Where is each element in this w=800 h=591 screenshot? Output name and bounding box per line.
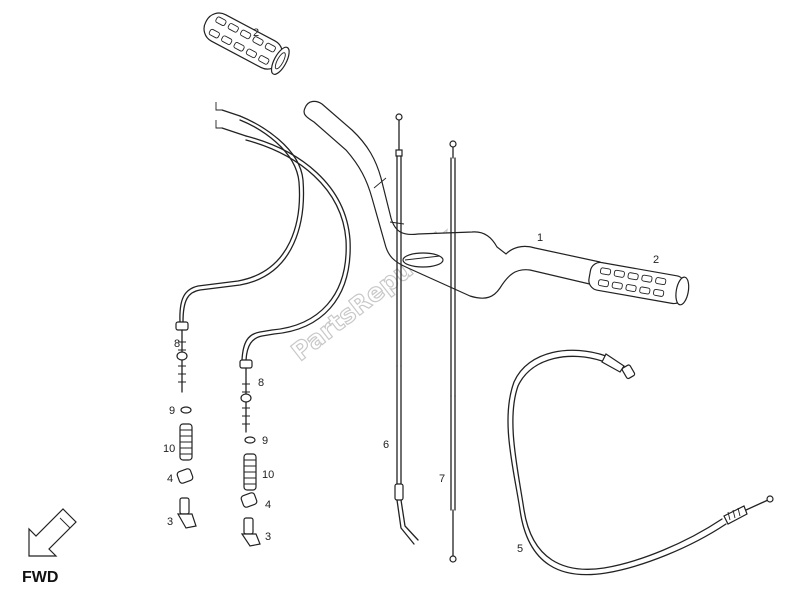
label-washer-left: 9 <box>169 405 175 417</box>
nut-left <box>176 468 194 484</box>
washer-right <box>244 436 256 444</box>
label-clutch-cable: 5 <box>517 543 523 555</box>
clip-left <box>176 497 197 529</box>
fwd-label: FWD <box>22 569 58 586</box>
label-clip-right: 3 <box>265 531 271 543</box>
label-grip-right: 2 <box>653 254 659 266</box>
label-boot-left: 10 <box>163 443 175 455</box>
label-cable-7: 7 <box>439 473 445 485</box>
label-adjuster-right: 8 <box>258 377 264 389</box>
label-boot-right: 10 <box>262 469 274 481</box>
label-handlebar: 1 <box>537 232 543 244</box>
label-cable-6: 6 <box>383 439 389 451</box>
label-adjuster-left: 8 <box>174 338 180 350</box>
label-clip-left: 3 <box>167 516 173 528</box>
label-grip-top: 2 <box>253 27 259 39</box>
clutch-cable <box>507 349 774 576</box>
nut-right <box>240 492 258 508</box>
label-nut-right: 4 <box>265 499 271 511</box>
throttle-cable-left <box>175 102 305 393</box>
label-washer-right: 9 <box>262 435 268 447</box>
label-nut-left: 4 <box>167 473 173 485</box>
washer-left <box>180 406 192 414</box>
grip-top <box>203 12 290 75</box>
fwd-arrow-icon <box>28 508 77 557</box>
cable-6 <box>394 113 419 545</box>
cable-7 <box>449 140 457 563</box>
clip-right <box>240 517 261 547</box>
grip-right <box>588 261 690 306</box>
throttle-cable-right <box>215 120 351 433</box>
